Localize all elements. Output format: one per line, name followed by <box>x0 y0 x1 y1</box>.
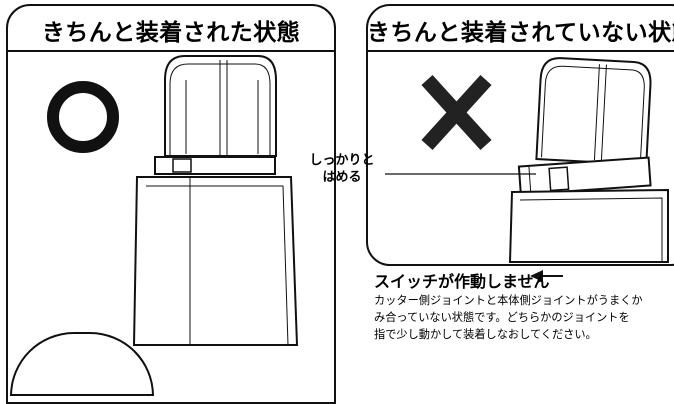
correct-circle-icon <box>47 81 119 153</box>
incorrect-panel-title: きちんと装着されていない状態 <box>366 20 674 46</box>
cutter-cap-tilted <box>535 57 652 166</box>
incorrect-cross-icon <box>421 74 492 151</box>
warning-line-2: み合っていない状態です。どちらかのジョイントを <box>374 311 630 324</box>
cutter-cap-seated <box>164 55 277 157</box>
warning-line-3: 指で少し動かして装着しなおしてください。 <box>374 328 597 341</box>
main-body-right <box>508 188 669 263</box>
illustration <box>47 55 669 346</box>
title-divider <box>8 50 334 52</box>
warning-heading: スイッチが作動しません <box>374 272 550 291</box>
callout-line-2: はめる <box>322 170 362 185</box>
warning-line-1: カッター側ジョイントと本体側ジョイントがうまくか <box>374 294 643 307</box>
correct-panel-title: きちんと装着された状態 <box>41 20 301 46</box>
joint-ring-seated <box>154 156 276 175</box>
joint-ring-tilted <box>517 156 652 196</box>
title-divider <box>368 50 674 52</box>
callout-label: しっかりと はめる <box>300 152 384 186</box>
main-body-left <box>132 176 299 346</box>
callout-line-1: しっかりと <box>309 153 375 168</box>
warning-arrow-icon <box>530 270 563 282</box>
warning-body: カッター側ジョイントと本体側ジョイントがうまくか み合っていない状態です。どちら… <box>374 292 674 343</box>
